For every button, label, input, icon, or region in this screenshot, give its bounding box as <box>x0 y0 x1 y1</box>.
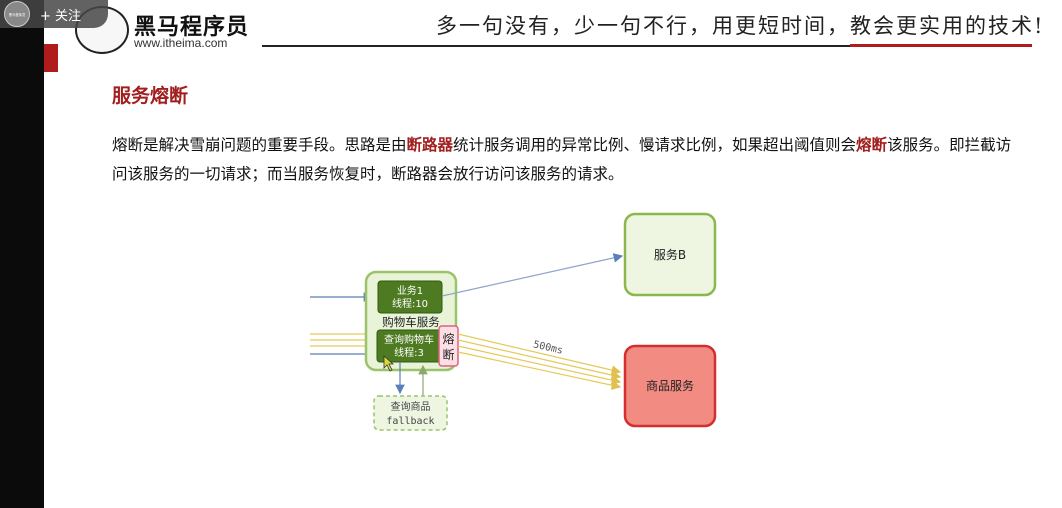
header-divider <box>262 45 1032 47</box>
breaker-char-2: 断 <box>442 347 454 362</box>
follow-bar[interactable]: 黑马程序员 + 关注 <box>0 0 108 28</box>
para-text-3: 该服务。即拦截访问该服务的一切请求；而当服务恢复时，断路器会放行访问该服务的请求… <box>112 136 1012 183</box>
arrow-to-service-b <box>441 253 624 297</box>
section-title: 服务熔断 <box>112 85 189 107</box>
product-service-label: 商品服务 <box>646 378 694 393</box>
avatar-text: 黑马程序员 <box>8 12 26 17</box>
arrow-to-product-2 <box>457 339 622 380</box>
biz1-box <box>377 280 443 314</box>
slide <box>44 0 1062 508</box>
arrow-to-product-4 <box>457 351 622 390</box>
para-text-1: 熔断是解决雪崩问题的重要手段。思路是由 <box>112 136 407 154</box>
fallback-box <box>373 395 448 431</box>
left-video-strip <box>0 0 44 508</box>
arrow-to-product-3 <box>457 345 622 385</box>
header-red-accent <box>44 44 58 72</box>
query-cart-threads: 线程:3 <box>394 346 424 359</box>
slogan: 多一句没有，少一句不行，用更短时间，教会更实用的技术! <box>436 14 1045 38</box>
biz1-label: 业务1 <box>397 284 423 297</box>
fallback-sub: fallback <box>386 416 434 427</box>
logo-title: 黑马程序员 <box>134 15 250 40</box>
biz1-threads: 线程:10 <box>392 297 428 310</box>
product-service-box <box>623 344 717 428</box>
fallback-label: 查询商品 <box>391 400 431 413</box>
para-text-2: 统计服务调用的异常比例、慢请求比例，如果超出阈值则会 <box>453 136 857 154</box>
latency-label: 500ms <box>532 339 564 356</box>
avatar[interactable]: 黑马程序员 <box>4 1 30 27</box>
mouse-cursor-icon <box>383 355 395 372</box>
logo-url: www.itheima.com <box>134 36 228 50</box>
header-red-underline <box>850 44 1032 47</box>
follow-button[interactable]: + 关注 <box>40 8 82 24</box>
highlight-fuse: 熔断 <box>856 136 888 154</box>
service-b-box <box>623 212 717 297</box>
cart-service-label: 购物车服务 <box>382 315 440 329</box>
description-paragraph: 熔断是解决雪崩问题的重要手段。思路是由断路器统计服务调用的异常比例、慢请求比例，… <box>112 131 1012 189</box>
highlight-circuit-breaker: 断路器 <box>406 136 454 154</box>
service-b-label: 服务B <box>654 247 686 262</box>
query-cart-label: 查询购物车 <box>384 333 434 346</box>
breaker-char-1: 熔 <box>442 331 454 346</box>
arrow-to-product-1 <box>457 333 622 375</box>
